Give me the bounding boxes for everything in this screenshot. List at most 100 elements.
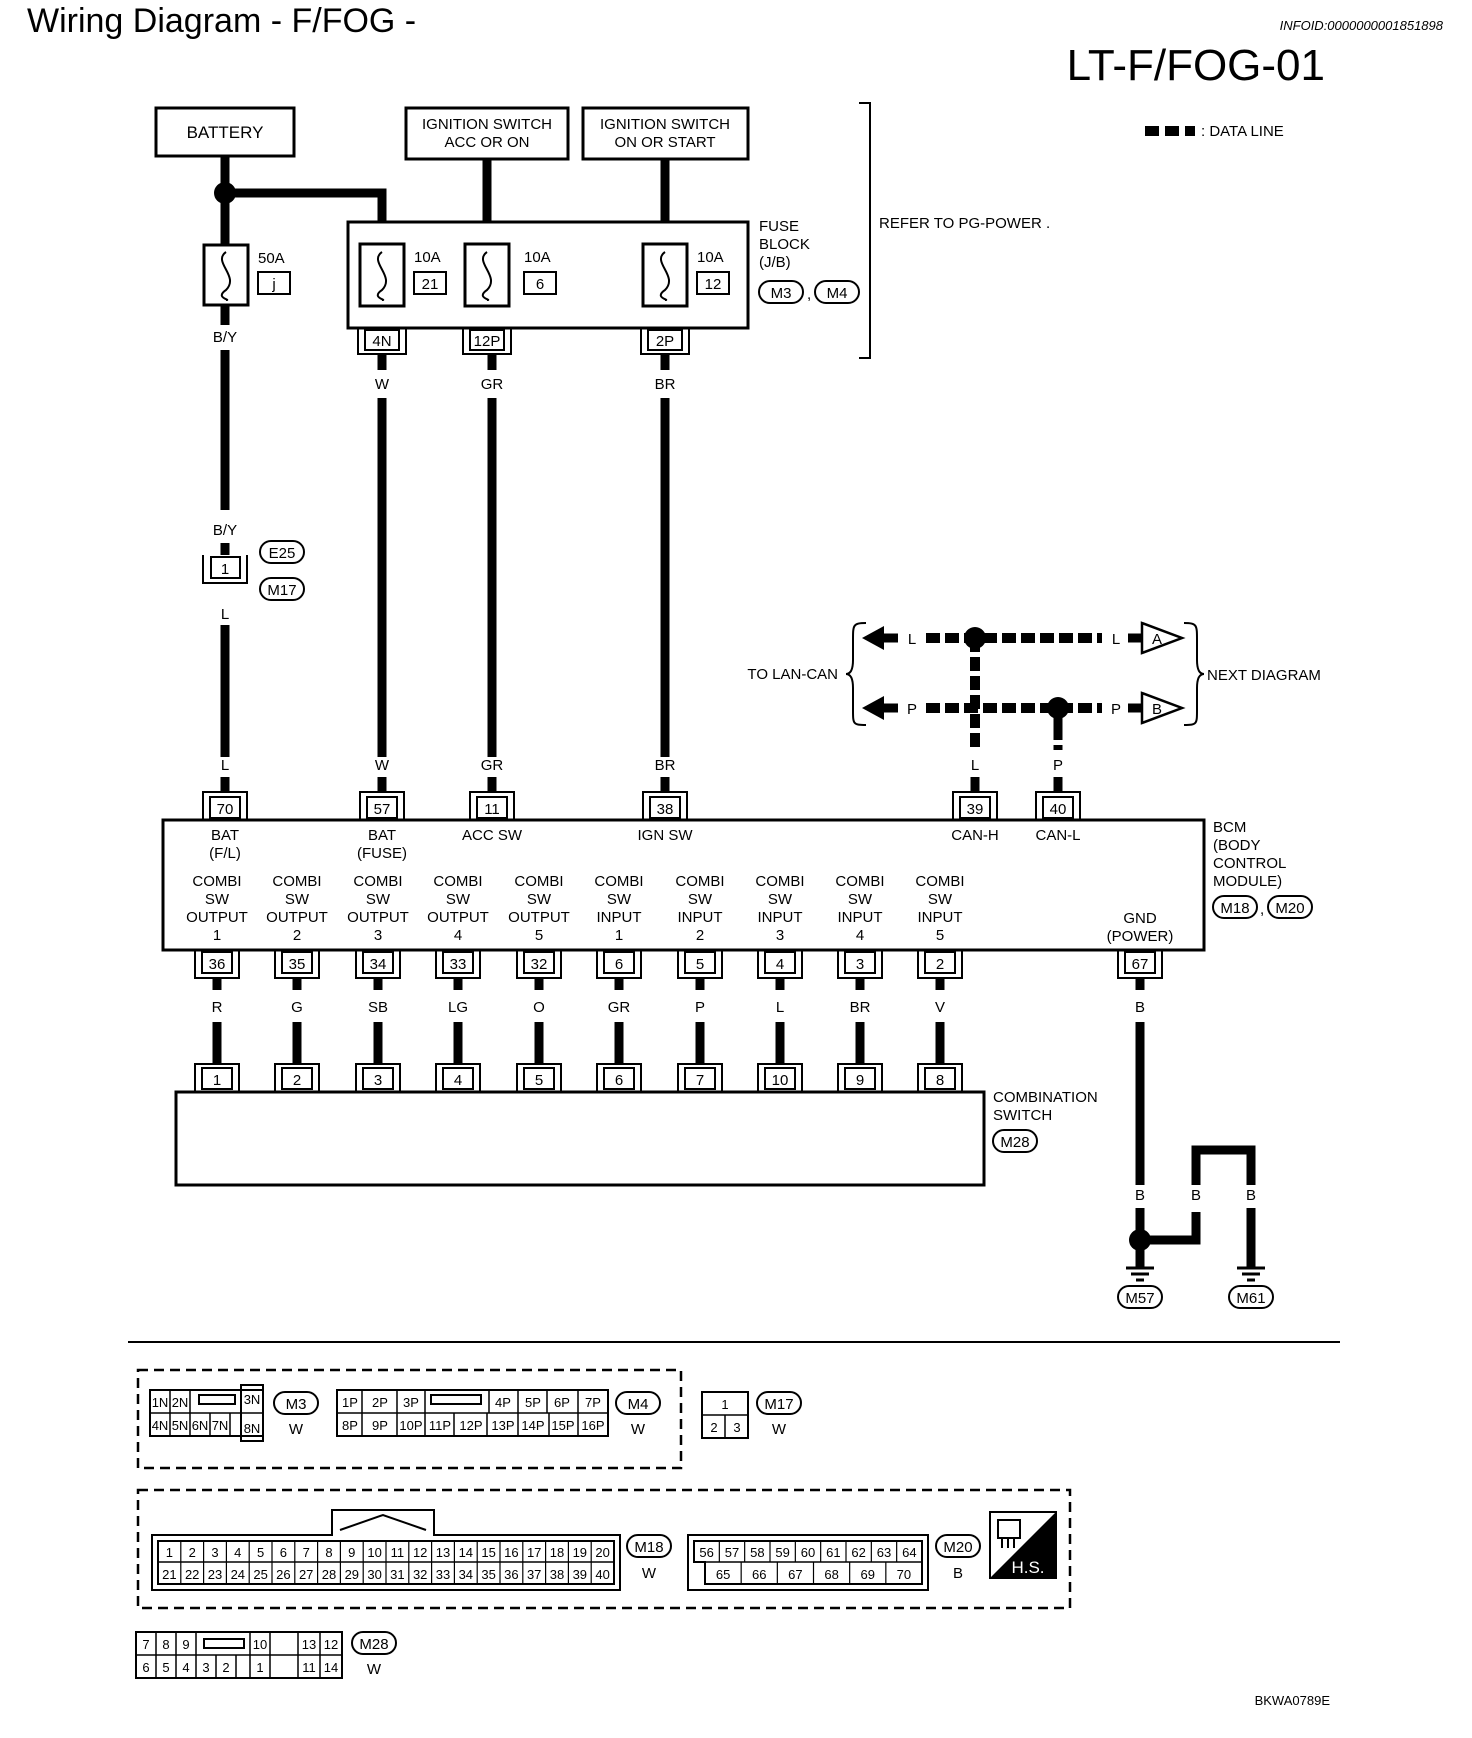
- m17-pin-2: 2: [710, 1420, 717, 1435]
- battery-feed-wire: [220, 156, 387, 222]
- fuse-conn-comma: ,: [807, 286, 811, 303]
- bcm-bot-wire-color-35: G: [291, 999, 303, 1016]
- gnd-jumper-b: [1191, 1145, 1256, 1185]
- bcm-bot-wire-color-36: R: [212, 999, 223, 1016]
- m18-pin-24: 24: [231, 1567, 245, 1582]
- bcm-pin-label-38: 38: [657, 801, 674, 818]
- fuse-term-12p: [462, 328, 512, 355]
- m3-color: W: [289, 1421, 304, 1438]
- m18-pin-29: 29: [345, 1567, 359, 1582]
- bcm-bot-func-32-0: COMBI: [514, 873, 563, 890]
- combo-name-2: SWITCH: [993, 1107, 1052, 1124]
- bcm-conn-m18-oval: [1212, 895, 1258, 919]
- m18-pin-20: 20: [595, 1545, 609, 1560]
- bcm-bot-func-5-3: 2: [696, 927, 704, 944]
- m4-pin-2p: 2P: [372, 1395, 388, 1410]
- ground-m61-oval: [1228, 1285, 1274, 1309]
- m4-pin-6p: 6P: [554, 1395, 570, 1410]
- m4-pin-4p: 4P: [495, 1395, 511, 1410]
- m28-pin-12: 12: [324, 1637, 338, 1652]
- m3-pin-4n: 4N: [152, 1418, 169, 1433]
- combo-pin-4: [435, 1063, 481, 1092]
- can-h-left-color: L: [908, 631, 916, 648]
- ign-on-line1: IGNITION SWITCH: [600, 116, 730, 133]
- bcm-pin-label-33: 33: [450, 956, 467, 973]
- ign-acc-line1: IGNITION SWITCH: [422, 116, 552, 133]
- connector-m3: [149, 1384, 264, 1442]
- combo-pin-label-2: 2: [293, 1072, 301, 1089]
- m20-pin-59: 59: [775, 1545, 789, 1560]
- bcm-top-func-57-1: (FUSE): [357, 845, 407, 862]
- bcm-top-func-40-0: CAN-L: [1035, 827, 1080, 844]
- wire-color-l-joint: L: [221, 606, 229, 623]
- page-title: Wiring Diagram - F/FOG -: [27, 2, 416, 40]
- m4-pin-3p: 3P: [403, 1395, 419, 1410]
- bcm-pin-label-35: 35: [289, 956, 306, 973]
- joint-conn-m17: M17: [267, 582, 296, 599]
- joint-conn-e25: E25: [269, 545, 296, 562]
- m17-color: W: [772, 1421, 787, 1438]
- bcm-bot-func-6-0: COMBI: [594, 873, 643, 890]
- bcm-pin-label-2: 2: [936, 956, 944, 973]
- hs-label: H.S.: [1011, 1558, 1044, 1577]
- m3-pin-8n: 8N: [244, 1421, 261, 1436]
- m18-pin-35: 35: [481, 1567, 495, 1582]
- bcm-bot-wire-color-34: SB: [368, 999, 388, 1016]
- bcm-pin-57: [359, 791, 405, 820]
- m20-pin-66: 66: [752, 1567, 766, 1582]
- m18-pin-28: 28: [322, 1567, 336, 1582]
- m18-pin-17: 17: [527, 1545, 541, 1560]
- bcm-conn-m20: M20: [1275, 900, 1304, 917]
- fuse-term-12p-label: 12P: [474, 333, 501, 350]
- bcm-name-4: MODULE): [1213, 873, 1282, 890]
- fuse-10a-12: [641, 242, 689, 308]
- m18-pin-14: 14: [459, 1545, 473, 1560]
- bcm-pin-label-34: 34: [370, 956, 387, 973]
- combo-pin-label-5: 5: [535, 1072, 543, 1089]
- fuse-conn-m3: M3: [771, 285, 792, 302]
- m18-pin-18: 18: [550, 1545, 564, 1560]
- bcm-top-wire-color-39: L: [971, 757, 979, 774]
- bcm-bot-func-6-2: INPUT: [597, 909, 642, 926]
- connector-m28: [135, 1631, 343, 1679]
- bcm-bot-func-33-2: OUTPUT: [427, 909, 489, 926]
- gnd-jumper-a: [1140, 1212, 1201, 1245]
- bcm-name-3: CONTROL: [1213, 855, 1286, 872]
- m3-pin-6n: 6N: [192, 1418, 209, 1433]
- m18-pin-26: 26: [276, 1567, 290, 1582]
- m4-pin-14p: 14P: [521, 1418, 544, 1433]
- bcm-bot-func-2-2: INPUT: [918, 909, 963, 926]
- ground-symbol-m57: [1126, 1266, 1154, 1282]
- bcm-bot-wire-color-32: O: [533, 999, 545, 1016]
- bcm-bot-func-5-1: SW: [688, 891, 713, 908]
- combo-pin-3: [355, 1063, 401, 1092]
- m20-pin-57: 57: [725, 1545, 739, 1560]
- m20-pin-65: 65: [716, 1567, 730, 1582]
- bcm-bot-func-34-0: COMBI: [353, 873, 402, 890]
- m4-pin-15p: 15P: [551, 1418, 574, 1433]
- m28-id-oval: [351, 1631, 397, 1655]
- joint-conn-m17-oval: [259, 577, 305, 601]
- bcm-pin-11: [469, 791, 515, 820]
- m4-pin-12p: 12P: [459, 1418, 482, 1433]
- connector-group-2: [136, 1488, 1072, 1610]
- bcm-bot-wire-color-4: L: [776, 999, 784, 1016]
- bcm-bot-func-3-3: 4: [856, 927, 864, 944]
- m3-pin-2n: 2N: [172, 1395, 189, 1410]
- m3-id-oval: [273, 1391, 319, 1415]
- bcm-bot-func-33-3: 4: [454, 927, 462, 944]
- fuse-block-line1: FUSE: [759, 218, 799, 235]
- joint-pin: 1: [221, 561, 229, 578]
- ground-m57: M57: [1125, 1290, 1154, 1307]
- diagram-code: LT-F/FOG-01: [1067, 41, 1325, 90]
- bcm-name-1: BCM: [1213, 819, 1246, 836]
- combo-pin-9: [837, 1063, 883, 1092]
- bcm-bot-wire-color-33: LG: [448, 999, 468, 1016]
- ign-on-line2: ON OR START: [614, 134, 715, 151]
- refer-bracket: [859, 102, 871, 359]
- m28-pin-11: 11: [302, 1660, 316, 1675]
- m17-pin-1: 1: [721, 1397, 728, 1412]
- m20-id: M20: [943, 1539, 972, 1556]
- bcm-bot-func-35-2: OUTPUT: [266, 909, 328, 926]
- m18-pin-37: 37: [527, 1567, 541, 1582]
